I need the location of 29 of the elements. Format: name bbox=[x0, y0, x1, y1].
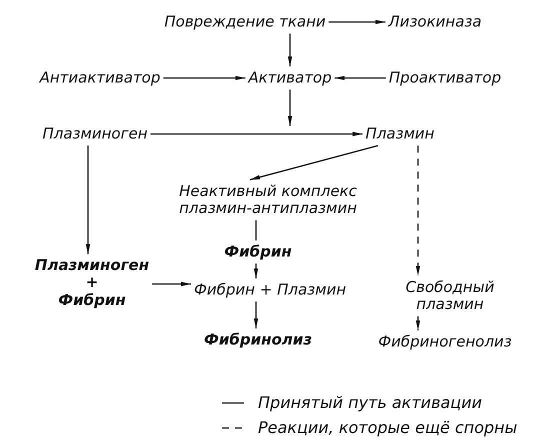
arrow bbox=[416, 146, 420, 276]
arrow bbox=[288, 90, 292, 126]
arrow bbox=[163, 76, 246, 80]
arrow bbox=[86, 146, 90, 254]
term-label: Фибриногенолиз bbox=[378, 333, 512, 351]
arrow bbox=[416, 316, 420, 330]
arrow bbox=[254, 264, 258, 278]
term-label: Плазминоген + Фибрин bbox=[34, 257, 150, 309]
term-label: Активатор bbox=[248, 69, 332, 87]
term-label: Лизокиназа bbox=[388, 13, 482, 31]
arrow bbox=[152, 282, 191, 286]
term-label: Свободный плазмин bbox=[400, 278, 500, 314]
term-label: Неактивный комплекс плазмин-антиплазмин bbox=[166, 182, 370, 218]
term-label: Плазминоген bbox=[42, 125, 148, 143]
arrow bbox=[254, 302, 258, 328]
arrow bbox=[328, 20, 386, 24]
arrow bbox=[288, 34, 292, 66]
term-label: Антиактиватор bbox=[40, 69, 160, 87]
term-label: Фибрин bbox=[224, 243, 292, 261]
arrow bbox=[150, 132, 363, 136]
legend-text: Принятый путь активации bbox=[258, 393, 482, 412]
term-label: Плазмин bbox=[366, 125, 434, 143]
term-label: Фибринолиз bbox=[204, 331, 312, 349]
legend-text: Реакции, которые ещё спорны bbox=[258, 418, 518, 437]
term-label: Фибрин + Плазмин bbox=[194, 281, 346, 299]
arrow bbox=[250, 145, 378, 180]
term-label: Повреждение ткани bbox=[164, 13, 326, 31]
arrow bbox=[334, 76, 386, 80]
term-label: Проактиватор bbox=[388, 69, 502, 87]
